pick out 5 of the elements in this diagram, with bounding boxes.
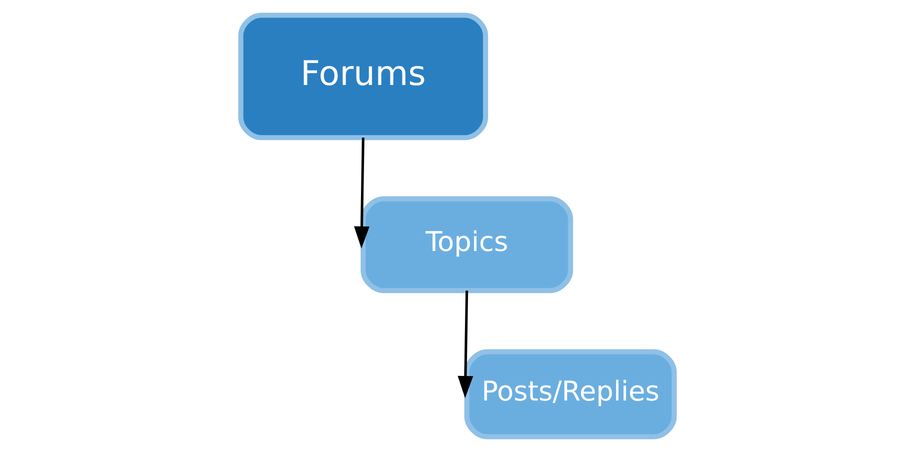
node-box: Posts/Replies [464,349,677,440]
arrow [354,138,370,249]
node-box: Topics [360,196,574,294]
node-box: Forums [238,12,488,140]
arrow [458,290,474,398]
